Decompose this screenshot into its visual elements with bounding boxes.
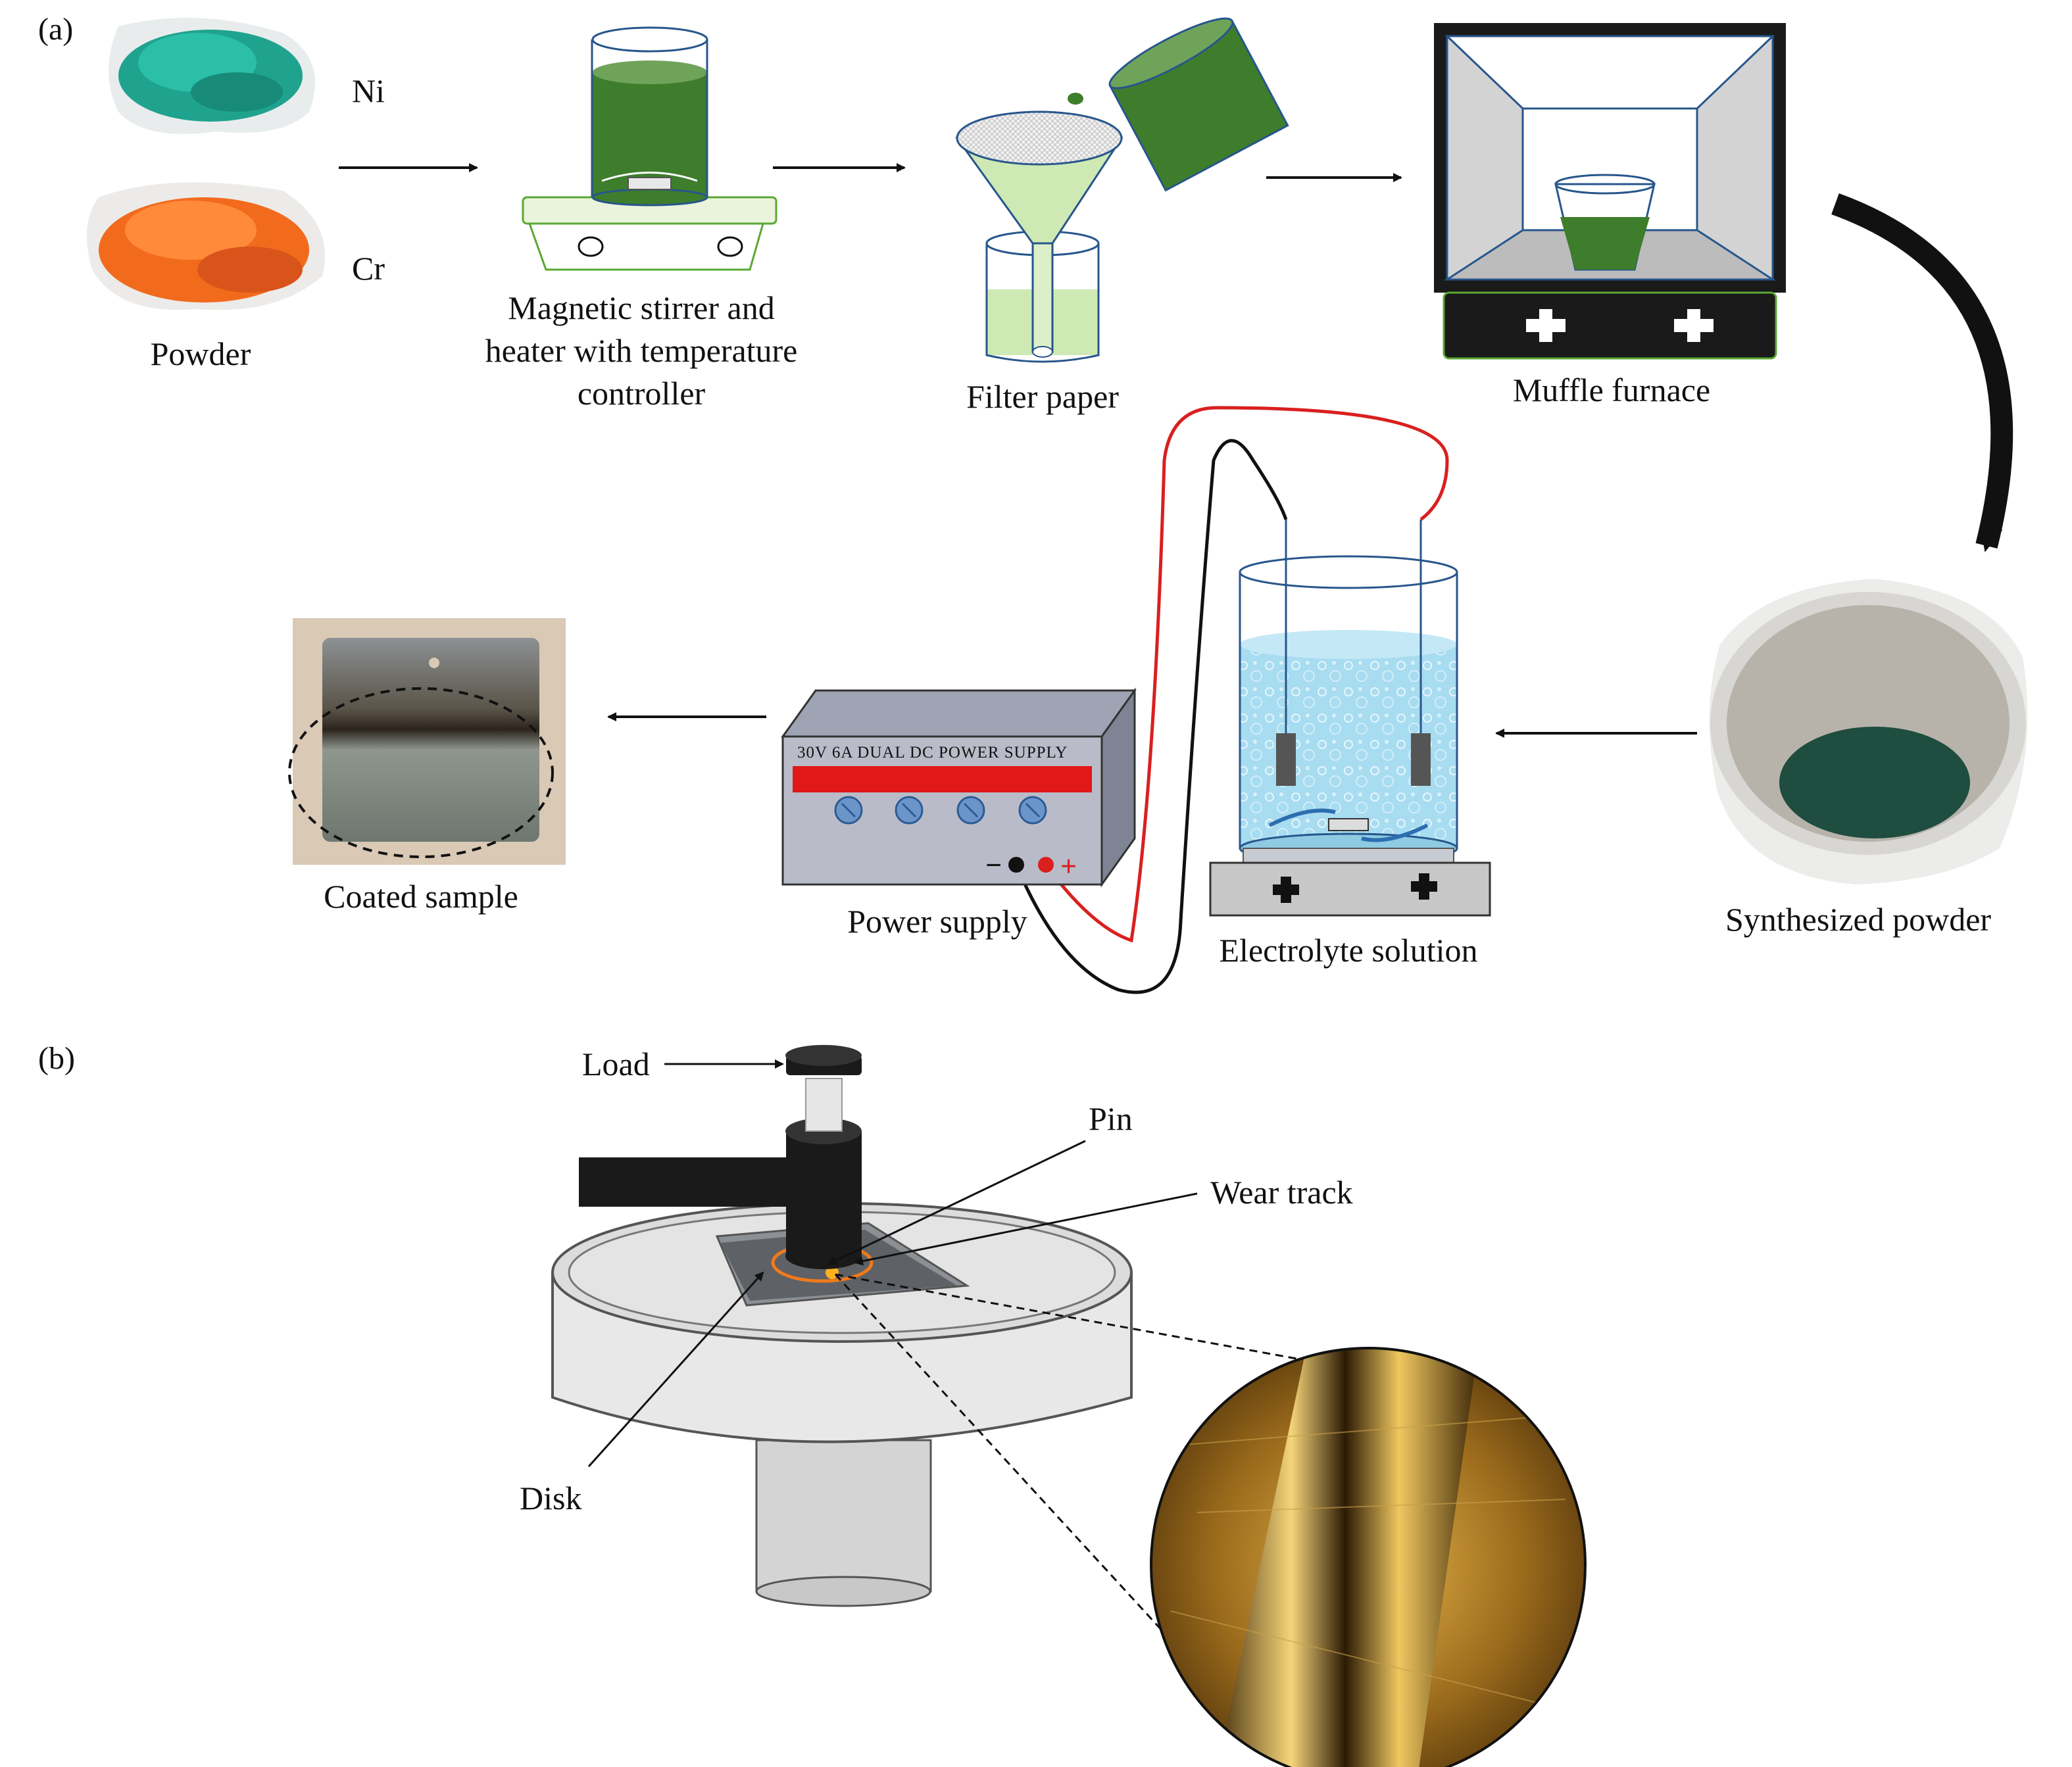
arrow-furnace-to-synth [1831, 193, 2013, 552]
power-supply-plus-sign: + [1060, 850, 1077, 883]
disk-label: Disk [520, 1480, 581, 1516]
pin-label: Pin [1089, 1100, 1133, 1137]
coated-sample-label: Coated sample [324, 878, 518, 915]
disk-leader-line [587, 1271, 764, 1468]
wear-track-micrograph [1150, 1347, 1587, 1767]
red-wire [1044, 406, 1449, 943]
ni-label: Ni [352, 72, 385, 109]
power-supply-illustration [781, 687, 1137, 888]
power-supply-label: Power supply [847, 903, 1027, 940]
electrolyte-cell-illustration [1209, 520, 1491, 917]
load-label: Load [582, 1046, 650, 1082]
stirrer-label-line-2: heater with temperature [485, 332, 798, 369]
panel-label-b: (b) [38, 1041, 75, 1076]
magnetic-stirrer-illustration [522, 26, 777, 271]
cr-powder-image [87, 182, 325, 310]
power-supply-minus-sign: − [985, 849, 1002, 881]
synthesized-powder-label: Synthesized powder [1725, 901, 1991, 938]
filter-paper-label: Filter paper [966, 378, 1119, 415]
muffle-furnace-illustration [1434, 23, 1786, 360]
coated-sample-image [288, 618, 566, 865]
synthesized-powder-image [1709, 579, 2028, 884]
cr-label: Cr [352, 250, 385, 287]
filter-paper-illustration [955, 17, 1289, 363]
ni-powder-image [109, 18, 315, 134]
zoom-line-bottom [834, 1273, 1179, 1649]
wear-track-leader-line [854, 1192, 1198, 1266]
black-wire [1014, 439, 1288, 994]
muffle-furnace-label: Muffle furnace [1513, 372, 1710, 408]
zoom-line-top [835, 1273, 1366, 1372]
stirrer-label-line-1: Magnetic stirrer and [508, 289, 774, 326]
powder-label: Powder [151, 335, 251, 372]
pin-leader-line [827, 1140, 1086, 1265]
electrolyte-solution-label: Electrolyte solution [1220, 932, 1478, 969]
wear-track-label: Wear track [1210, 1174, 1353, 1211]
pin-on-disk-illustration [551, 1045, 1133, 1607]
panel-label-a: (a) [38, 12, 73, 47]
power-supply-panel-text: 30V 6A DUAL DC POWER SUPPLY [797, 744, 1068, 762]
stirrer-label-line-3: controller [578, 375, 706, 412]
